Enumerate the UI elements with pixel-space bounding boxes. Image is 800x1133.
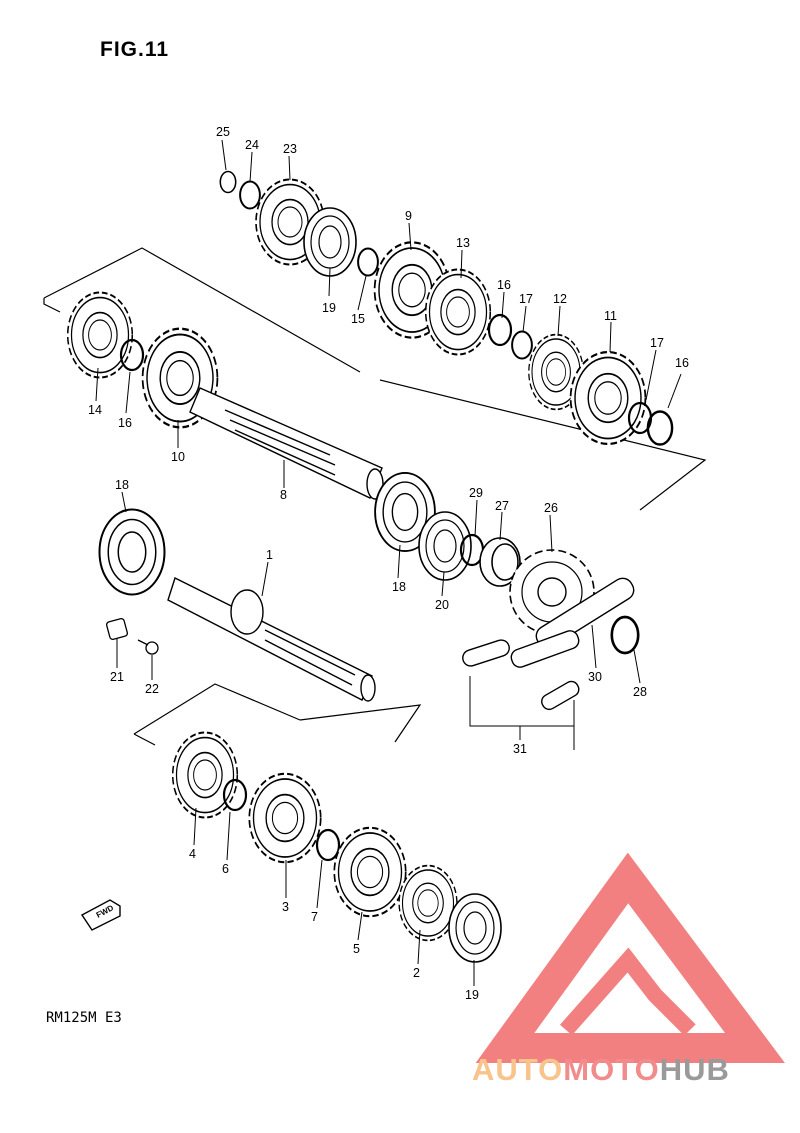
callout-2: 2 [413, 966, 420, 980]
cushion-21 [106, 618, 128, 640]
screw-22 [137, 639, 159, 655]
callout-19-top: 19 [322, 301, 336, 315]
wordmark-moto: MOTO [563, 1052, 660, 1087]
gear-5 [333, 826, 407, 918]
clip-16-right [646, 410, 674, 446]
drive-chain-30 [510, 577, 635, 668]
callout-10: 10 [171, 450, 185, 464]
callout-15: 15 [351, 312, 365, 326]
callout-16-top: 16 [497, 278, 511, 292]
callout-24: 24 [245, 138, 259, 152]
callout-9: 9 [405, 209, 412, 223]
leader-lines [95, 139, 682, 986]
callout-labels: 25 24 23 19 15 9 13 16 17 12 11 17 16 14… [88, 125, 689, 1002]
driveshaft-1 [167, 577, 376, 702]
washer-15 [357, 247, 379, 277]
callout-3: 3 [282, 900, 289, 914]
callout-7: 7 [311, 910, 318, 924]
callout-14: 14 [88, 403, 102, 417]
callout-11: 11 [604, 309, 617, 323]
callout-16-left: 16 [118, 416, 132, 430]
figure-title: FIG.11 [100, 38, 170, 61]
automotohub-logo-mark [475, 852, 785, 1063]
callout-19-bottom: 19 [465, 988, 479, 1002]
clip-7 [315, 828, 341, 862]
callout-8: 8 [280, 488, 287, 502]
callout-13: 13 [456, 236, 470, 250]
washer-17-top [511, 330, 533, 360]
callout-20: 20 [435, 598, 449, 612]
countershaft-8 [189, 387, 384, 500]
wordmark-hub: HUB [659, 1052, 730, 1087]
fwd-arrow-icon: FWD [80, 899, 121, 931]
countershaft-group-outline [43, 247, 707, 511]
callout-4: 4 [189, 847, 196, 861]
callout-1: 1 [266, 548, 273, 562]
callout-27: 27 [495, 499, 509, 513]
callout-23: 23 [283, 142, 297, 156]
clip-25 [219, 170, 237, 194]
callout-30: 30 [588, 670, 602, 684]
spacer-27 [479, 537, 521, 587]
gear-3 [248, 772, 322, 864]
gear-13 [424, 268, 492, 356]
callout-12: 12 [553, 292, 567, 306]
wordmark-auto: AUTO [472, 1052, 564, 1087]
clip-28 [610, 615, 640, 655]
callout-31: 31 [513, 742, 527, 756]
callout-17-right: 17 [650, 336, 664, 350]
driveshaft-group-outline [133, 683, 422, 746]
callout-28: 28 [633, 685, 647, 699]
callout-22: 22 [145, 682, 159, 696]
callout-5: 5 [353, 942, 360, 956]
bearing-18-left [98, 508, 166, 596]
callout-26: 26 [544, 501, 558, 515]
callout-29: 29 [469, 486, 483, 500]
bearing-19-bottom [448, 893, 502, 963]
automotohub-wordmark: AUTOMOTOHUB [472, 1052, 730, 1088]
washer-24 [239, 180, 261, 210]
model-label: RM125M E3 [46, 1010, 122, 1026]
clip-16-top [487, 313, 513, 347]
oil-seal-20 [418, 511, 472, 581]
callout-18-mid: 18 [392, 580, 406, 594]
callout-6: 6 [222, 862, 229, 876]
callout-21: 21 [110, 670, 124, 684]
callout-25: 25 [216, 125, 230, 139]
callout-18-left: 18 [115, 478, 129, 492]
joint-31-plate [462, 639, 580, 711]
bearing-19-top [303, 207, 357, 277]
callout-17-top: 17 [519, 292, 533, 306]
callout-16-right: 16 [675, 356, 689, 370]
